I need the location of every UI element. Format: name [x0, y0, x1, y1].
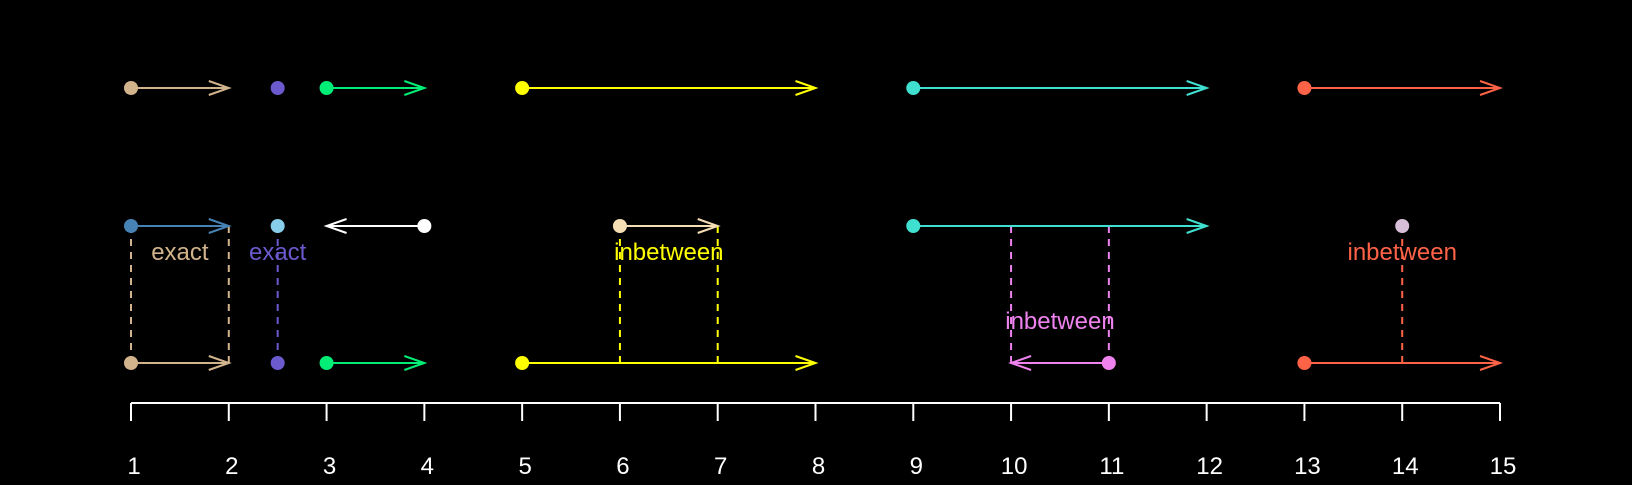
interval-top-2-arrowhead	[404, 80, 428, 96]
interval-top-5-arrowhead	[1479, 80, 1504, 96]
x-tick-label-8: 8	[812, 453, 825, 480]
interval-top-2-start-dot	[319, 81, 334, 95]
interval-middle-2-start-dot	[417, 219, 432, 233]
interval-top-1-start-dot	[270, 81, 285, 95]
interval-top-0-arrowhead	[208, 80, 232, 96]
annotation-2: inbetween	[614, 239, 723, 266]
x-tick-label-11: 11	[1099, 453, 1124, 480]
x-tick-label-7: 7	[714, 453, 727, 480]
annotation-1: exact	[249, 239, 307, 266]
interval-bottom-3-start-dot	[515, 356, 530, 370]
x-tick-label-1: 1	[127, 453, 140, 480]
interval-middle-1-start-dot	[270, 219, 285, 233]
x-tick-label-15: 15	[1490, 453, 1517, 480]
x-tick-label-2: 2	[225, 453, 238, 480]
interval-bottom-4-arrowhead	[1008, 355, 1032, 371]
interval-bottom-0-start-dot	[124, 356, 138, 370]
x-tick-label-5: 5	[518, 453, 531, 480]
interval-middle-3-start-dot	[612, 219, 627, 233]
x-tick-label-10: 10	[1001, 453, 1028, 480]
interval-middle-0-start-dot	[124, 219, 138, 233]
interval-middle-0-arrowhead	[208, 218, 232, 234]
interval-middle-2-arrowhead	[323, 218, 347, 234]
interval-bottom-5-start-dot	[1297, 356, 1312, 370]
x-tick-label-14: 14	[1392, 453, 1419, 480]
x-tick-label-3: 3	[323, 453, 336, 480]
interval-top-5-start-dot	[1297, 81, 1312, 95]
interval-top-4-arrowhead	[1186, 80, 1210, 96]
interval-middle-4-arrowhead	[1186, 218, 1210, 234]
interval-bottom-4-start-dot	[1101, 356, 1116, 370]
annotation-0: exact	[151, 239, 209, 266]
interval-top-3-start-dot	[515, 81, 530, 95]
interval-bottom-1-start-dot	[270, 356, 285, 370]
x-tick-label-12: 12	[1196, 453, 1223, 480]
interval-bottom-3-arrowhead	[795, 355, 819, 371]
x-tick-label-6: 6	[616, 453, 629, 480]
x-tick-label-4: 4	[421, 453, 434, 480]
annotation-3: inbetween	[1005, 308, 1114, 335]
interval-middle-5-start-dot	[1395, 219, 1410, 233]
interval-bottom-2-start-dot	[319, 356, 334, 370]
x-tick-label-13: 13	[1294, 453, 1321, 480]
x-tick-label-9: 9	[910, 453, 923, 480]
interval-top-0-start-dot	[124, 81, 138, 95]
interval-top-3-arrowhead	[795, 80, 819, 96]
annotation-4: inbetween	[1348, 239, 1457, 266]
interval-middle-3-arrowhead	[697, 218, 721, 234]
interval-bottom-2-arrowhead	[404, 355, 428, 371]
interval-bottom-0-arrowhead	[208, 355, 232, 371]
interval-top-4-start-dot	[906, 81, 921, 95]
interval-bottom-5-arrowhead	[1479, 355, 1504, 371]
interval-middle-4-start-dot	[906, 219, 921, 233]
